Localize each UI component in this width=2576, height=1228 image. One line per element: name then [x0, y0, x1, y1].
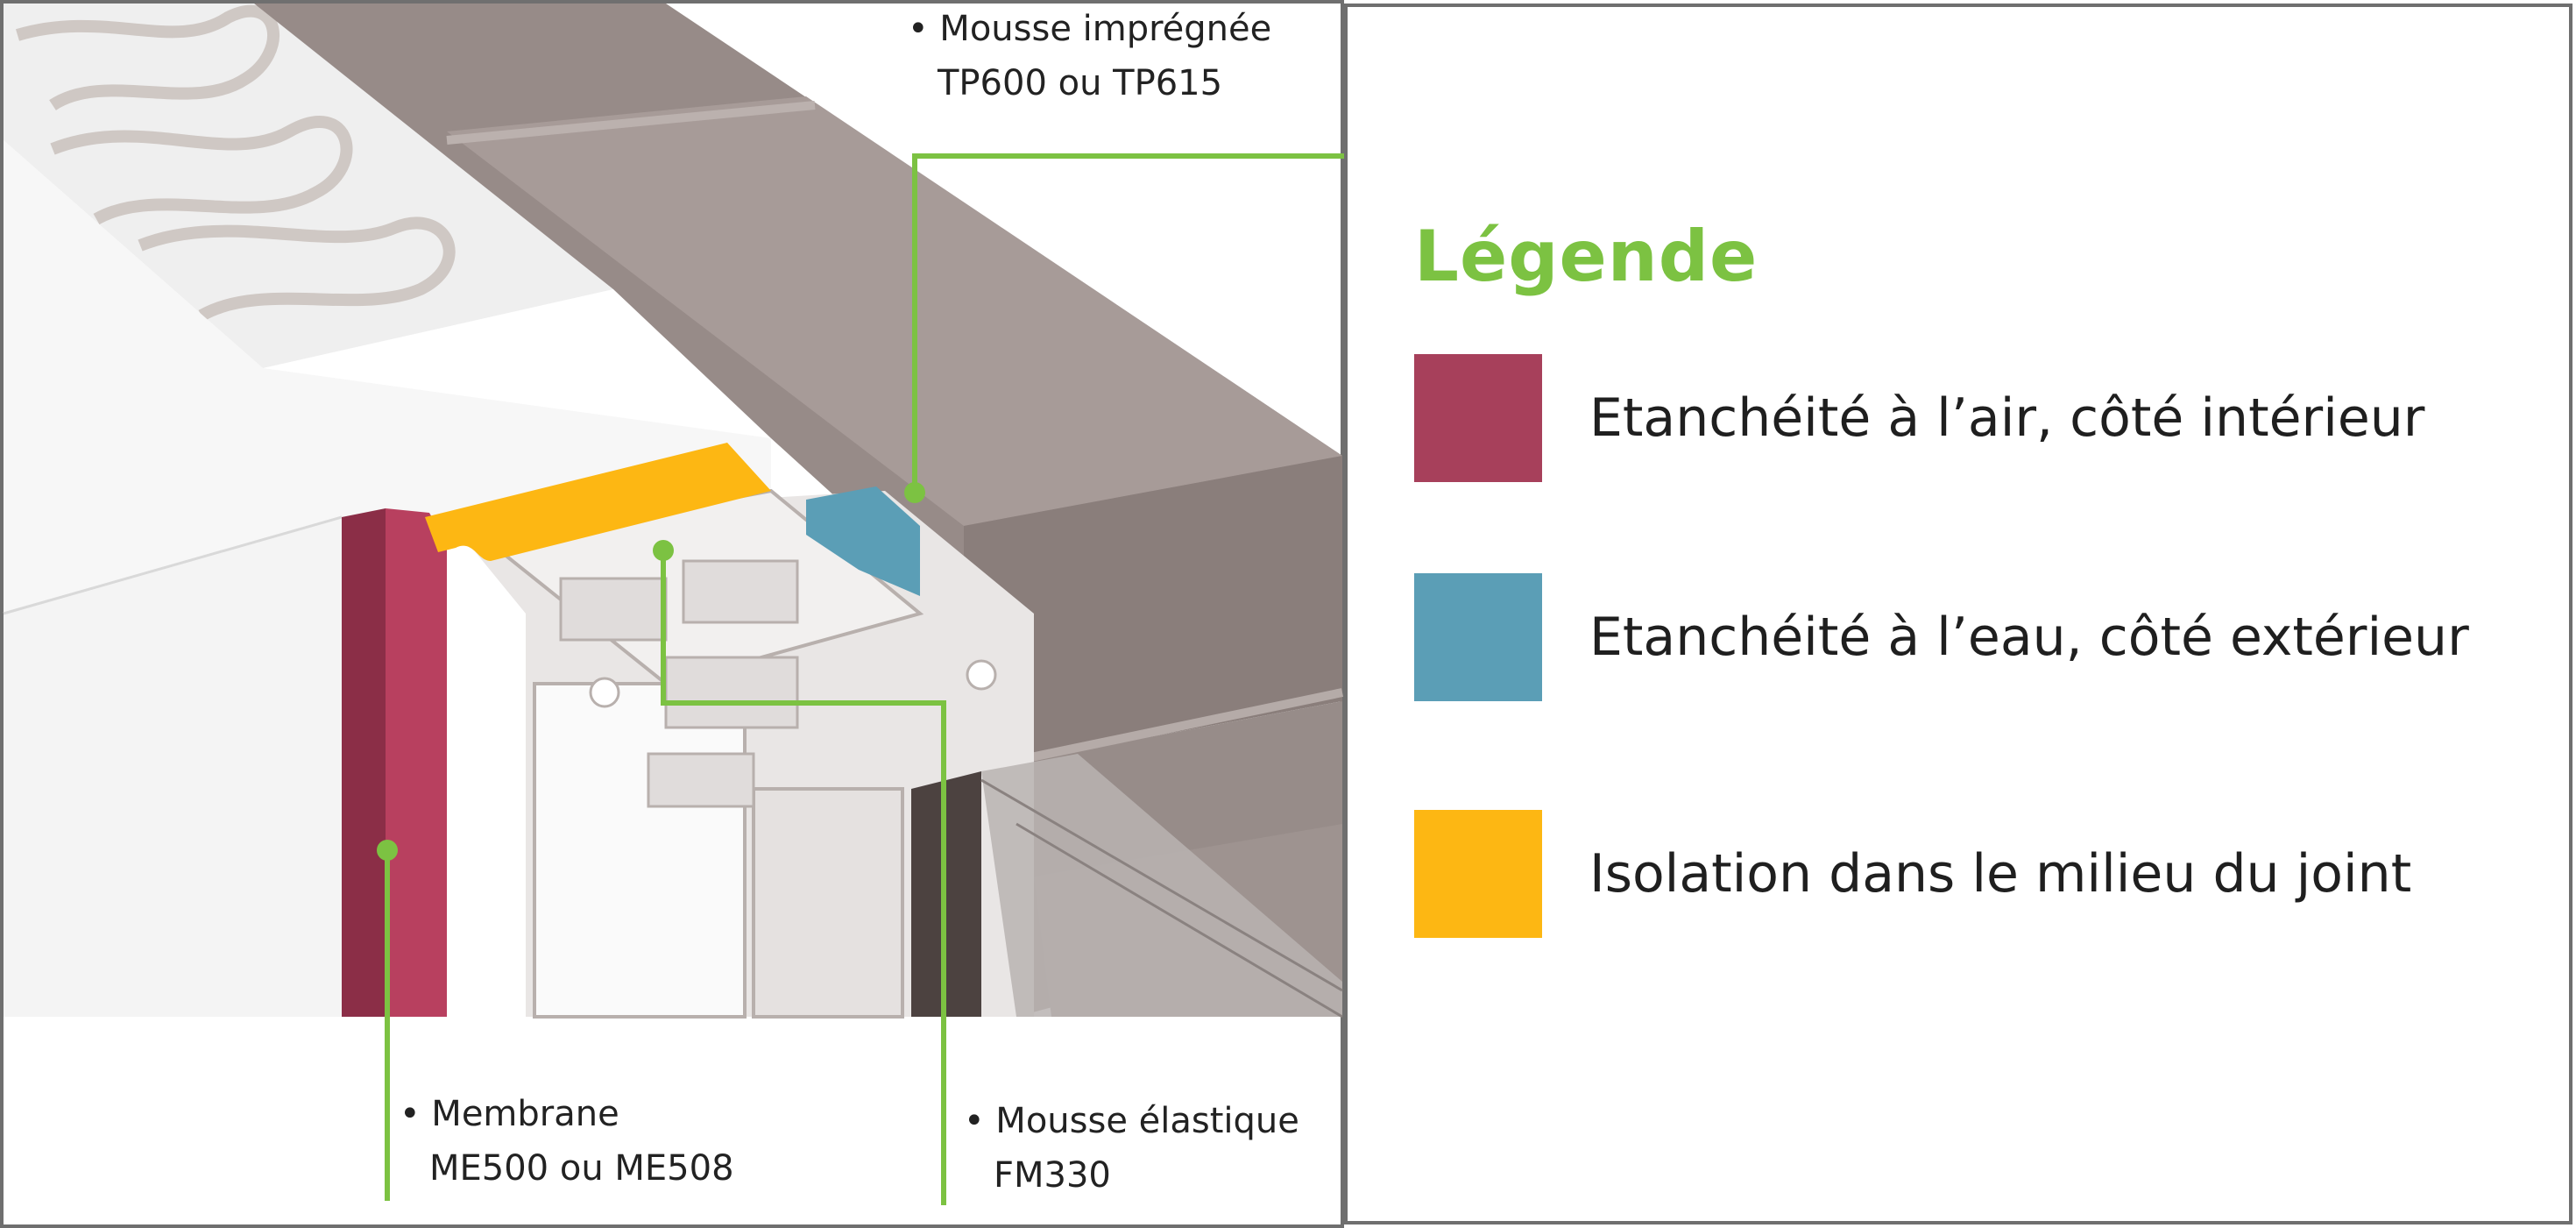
legend-swatch-insulation: [1414, 810, 1542, 938]
callout-membrane-line2: ME500 ou ME508: [429, 1148, 734, 1189]
water-seal-foam: [806, 486, 920, 596]
callout-top: • Mousse imprégnée TP600 ou TP615: [908, 2, 1271, 110]
air-seal-membrane: [386, 508, 447, 1017]
callout-membrane: • Membrane ME500 ou ME508: [400, 1087, 734, 1196]
legend-panel: Légende Etanchéité à l’air, côté intérie…: [1344, 4, 2572, 1224]
callout-leader-dots: [377, 482, 925, 861]
inner-wall-face: [4, 517, 342, 1017]
callout-leader-lines: [385, 153, 1344, 1205]
callout-top-line2: TP600 ou TP615: [938, 63, 1223, 103]
air-seal-membrane-shadow: [342, 508, 386, 1017]
callout-elastic: • Mousse élastique FM330: [964, 1094, 1299, 1203]
callout-membrane-line1: • Membrane: [400, 1094, 619, 1134]
insulation-foam-band: [425, 443, 771, 561]
legend-title: Légende: [1414, 216, 1759, 297]
callout-elastic-line2: FM330: [994, 1155, 1111, 1196]
legend-swatch-air-seal: [1414, 354, 1542, 482]
masonry-course-1: [447, 96, 1342, 526]
legend-label-water-seal: Etanchéité à l’eau, côté extérieur: [1589, 607, 2469, 668]
insulation-texture: [15, 4, 456, 322]
callout-elastic-line1: • Mousse élastique: [964, 1101, 1299, 1141]
window-joint-illustration: [0, 0, 1344, 1228]
legend-swatch-water-seal: [1414, 573, 1542, 701]
masonry-face-1: [964, 456, 1342, 771]
legend-label-air-seal: Etanchéité à l’air, côté intérieur: [1589, 387, 2425, 449]
callout-top-line1: • Mousse imprégnée: [908, 9, 1272, 49]
legend-label-insulation: Isolation dans le milieu du joint: [1589, 843, 2412, 905]
